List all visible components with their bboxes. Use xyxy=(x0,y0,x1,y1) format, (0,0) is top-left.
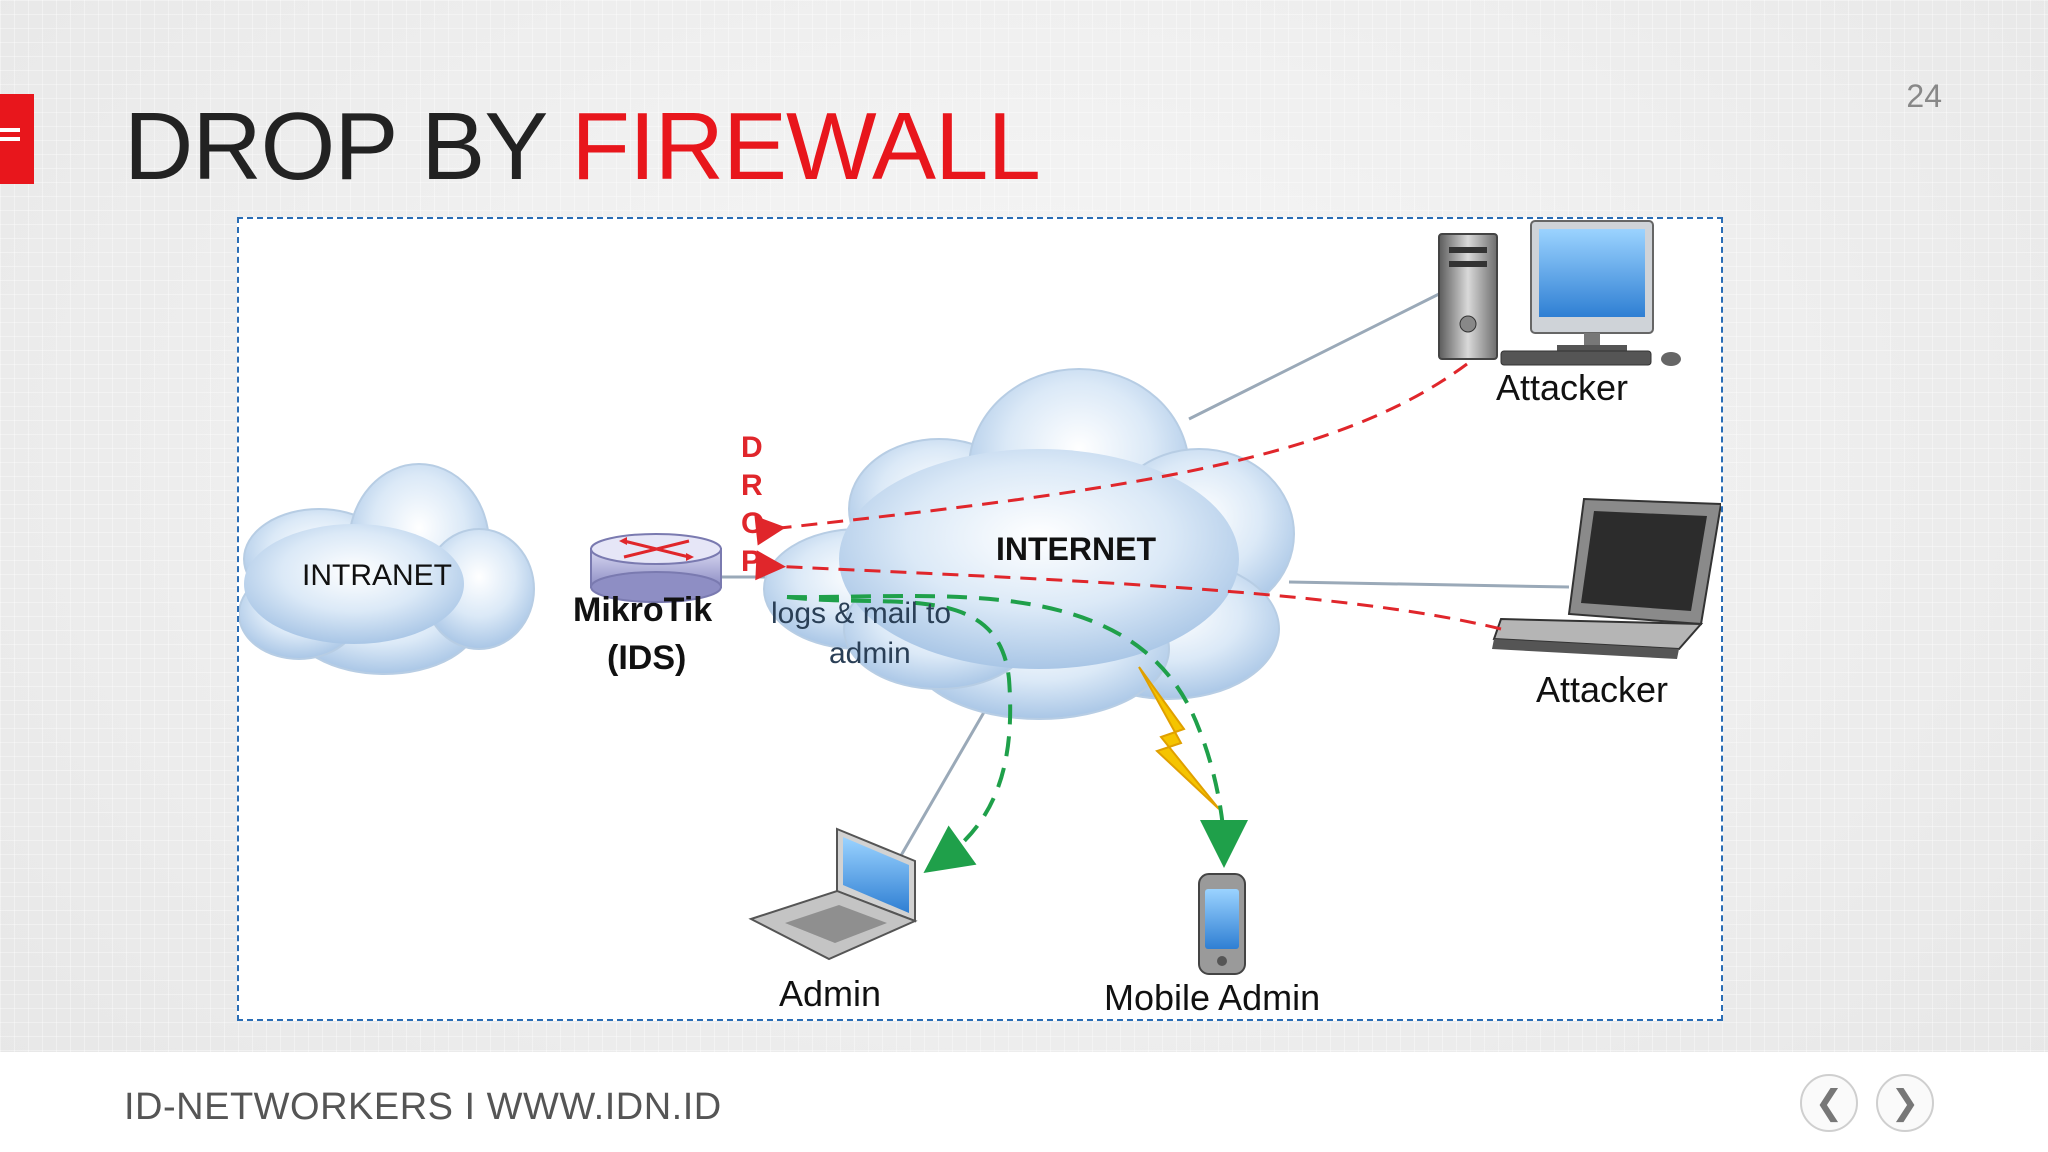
footer-text: ID-NETWORKERS I WWW.IDN.ID xyxy=(124,1086,722,1128)
internet-label: INTERNET xyxy=(996,531,1156,567)
drop-letter-p: P xyxy=(741,545,762,578)
chevron-left-icon: ❮ xyxy=(1814,1083,1844,1123)
network-diagram: INTRANET INTERNET MikroTik (IDS) D R O P… xyxy=(237,217,1723,1021)
admin-label: Admin xyxy=(779,973,882,1014)
chevron-right-icon: ❯ xyxy=(1890,1083,1920,1123)
page-number: 24 xyxy=(1906,78,1942,114)
router-name-label: MikroTik xyxy=(573,591,713,629)
prev-slide-button[interactable]: ❮ xyxy=(1800,1074,1858,1132)
menu-tab[interactable] xyxy=(0,94,34,184)
title-accent: FIREWALL xyxy=(571,93,1041,200)
notify-paths xyxy=(786,593,1248,873)
drop-letter-r: R xyxy=(741,469,763,502)
attacker-laptop-icon xyxy=(1492,497,1721,659)
footer-bar: ID-NETWORKERS I WWW.IDN.ID ❮ ❯ xyxy=(0,1052,2048,1152)
desktop-computer-icon xyxy=(1438,220,1681,366)
hamburger-icon xyxy=(0,128,20,148)
next-slide-button[interactable]: ❯ xyxy=(1876,1074,1934,1132)
drop-letter-o: O xyxy=(741,507,765,540)
drop-letter-d: D xyxy=(741,431,763,464)
attacker-laptop-label: Attacker xyxy=(1536,669,1669,710)
router-role-label: (IDS) xyxy=(607,639,687,677)
admin-laptop-icon xyxy=(748,827,918,961)
mobile-admin-label: Mobile Admin xyxy=(1104,977,1321,1018)
slide-title: DROP BY FIREWALL xyxy=(124,92,1041,202)
intranet-cloud xyxy=(239,463,535,675)
mobile-phone-icon xyxy=(1198,873,1246,975)
logs-label-line1: logs & mail to xyxy=(771,597,952,630)
title-main: DROP BY xyxy=(124,93,572,200)
diagram-canvas xyxy=(239,220,1721,975)
intranet-label: INTRANET xyxy=(302,559,452,592)
attacker-desktop-label: Attacker xyxy=(1496,367,1629,408)
logs-label-line2: admin xyxy=(829,637,911,670)
attack-paths xyxy=(754,362,1502,631)
mikrotik-router-icon xyxy=(590,533,722,603)
